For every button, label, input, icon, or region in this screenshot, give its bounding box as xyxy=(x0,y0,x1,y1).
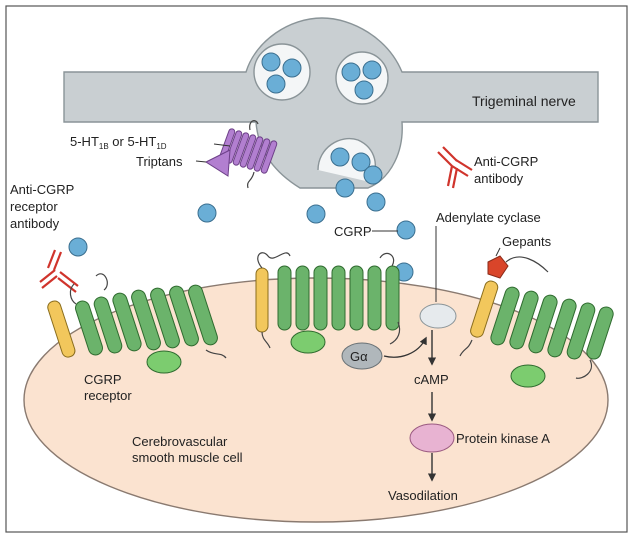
adenylate-cyclase-label: Adenylate cyclase xyxy=(436,210,541,225)
galpha-label: Gα xyxy=(350,349,368,364)
anti-receptor-antibody-icon xyxy=(39,249,79,293)
adenylate-cyclase xyxy=(419,303,457,329)
5ht-receptor-label: 5-HT1B or 5-HT1D xyxy=(70,134,167,151)
gepants-label: Gepants xyxy=(502,234,552,249)
anti-cgrp-antibody-icon xyxy=(437,146,473,189)
cgrp-receptor-label-2: receptor xyxy=(84,388,132,403)
triptans-label: Triptans xyxy=(136,154,183,169)
vasodilation-label: Vasodilation xyxy=(388,488,458,503)
galpha-to-ac-arrow xyxy=(383,336,427,358)
cgrp-receptor-middle xyxy=(255,252,400,354)
triptan-molecule xyxy=(204,149,231,177)
gepants-leader xyxy=(495,247,501,257)
5ht-leader xyxy=(213,143,231,147)
synaptic-vesicles xyxy=(253,43,389,183)
anti-cgrp-antibody-label-1: Anti-CGRP xyxy=(474,154,538,169)
cgrp-receptor-left xyxy=(47,273,227,374)
protein-kinase-a xyxy=(409,423,455,453)
anti-receptor-label-1: Anti-CGRP xyxy=(10,182,74,197)
trigeminal-nerve-terminal xyxy=(63,17,599,189)
cgrp-receptor-right xyxy=(459,256,614,388)
triptans-leader xyxy=(195,160,207,163)
camp-label: cAMP xyxy=(414,372,449,387)
5ht-receptor xyxy=(218,120,278,189)
gepant-molecule xyxy=(487,255,509,279)
g-alpha-protein xyxy=(341,342,383,370)
anti-receptor-label-3: antibody xyxy=(10,216,60,231)
anti-receptor-label-2: receptor xyxy=(10,199,58,214)
protein-kinase-a-label: Protein kinase A xyxy=(456,431,550,446)
cgrp-receptor-label-1: CGRP xyxy=(84,372,122,387)
trigeminal-nerve-label: Trigeminal nerve xyxy=(472,93,576,109)
smooth-muscle-label-2: smooth muscle cell xyxy=(132,450,243,465)
smooth-muscle-label-1: Cerebrovascular xyxy=(132,434,228,449)
anti-cgrp-antibody-label-2: antibody xyxy=(474,171,524,186)
cgrp-label: CGRP xyxy=(334,224,372,239)
